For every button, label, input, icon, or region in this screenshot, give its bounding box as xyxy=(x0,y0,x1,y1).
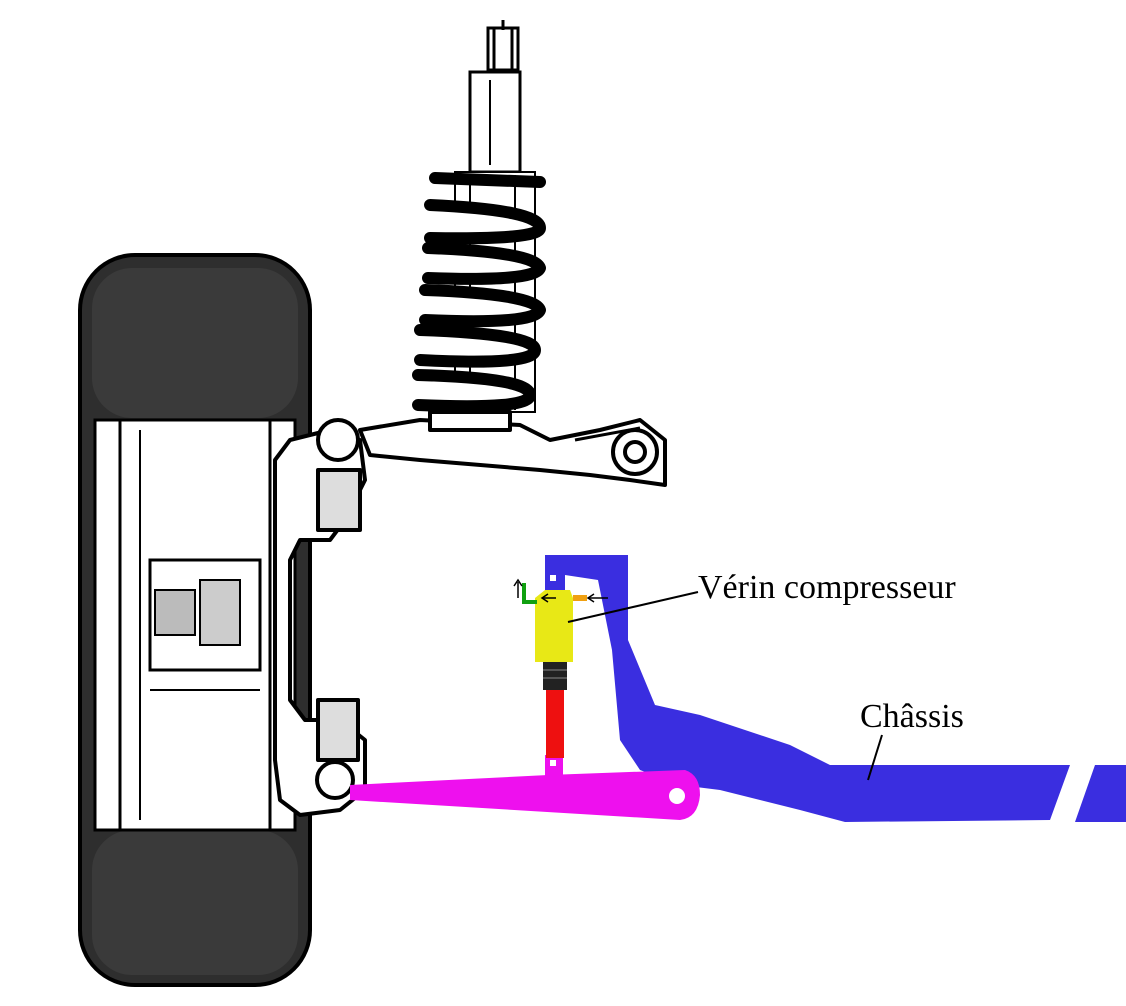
upper-arm xyxy=(358,410,667,487)
lower-arm-pivot xyxy=(669,788,685,804)
green-port-icon xyxy=(522,583,537,604)
coil-spring xyxy=(412,172,546,413)
cylinder-bellows xyxy=(543,662,567,690)
orange-port-icon xyxy=(573,595,587,601)
cylinder-cap xyxy=(535,590,573,598)
compressor-cylinder xyxy=(513,578,608,758)
rim xyxy=(93,418,297,832)
wheel xyxy=(78,253,312,987)
tire-tread-bottom xyxy=(92,830,298,975)
cylinder-label: Vérin compresseur xyxy=(698,569,956,606)
cylinder-rod xyxy=(546,688,564,758)
lower-arm xyxy=(350,755,700,820)
chassis-end xyxy=(1075,765,1126,822)
chassis xyxy=(545,555,1126,822)
knuckle xyxy=(273,418,367,817)
tire-tread-top xyxy=(92,268,298,418)
cylinder-body xyxy=(535,598,573,662)
chassis-label: Châssis xyxy=(860,698,964,735)
cylinder-leader-line xyxy=(567,591,699,623)
chassis-leader-line xyxy=(867,734,883,781)
chassis-frame xyxy=(545,555,1070,822)
